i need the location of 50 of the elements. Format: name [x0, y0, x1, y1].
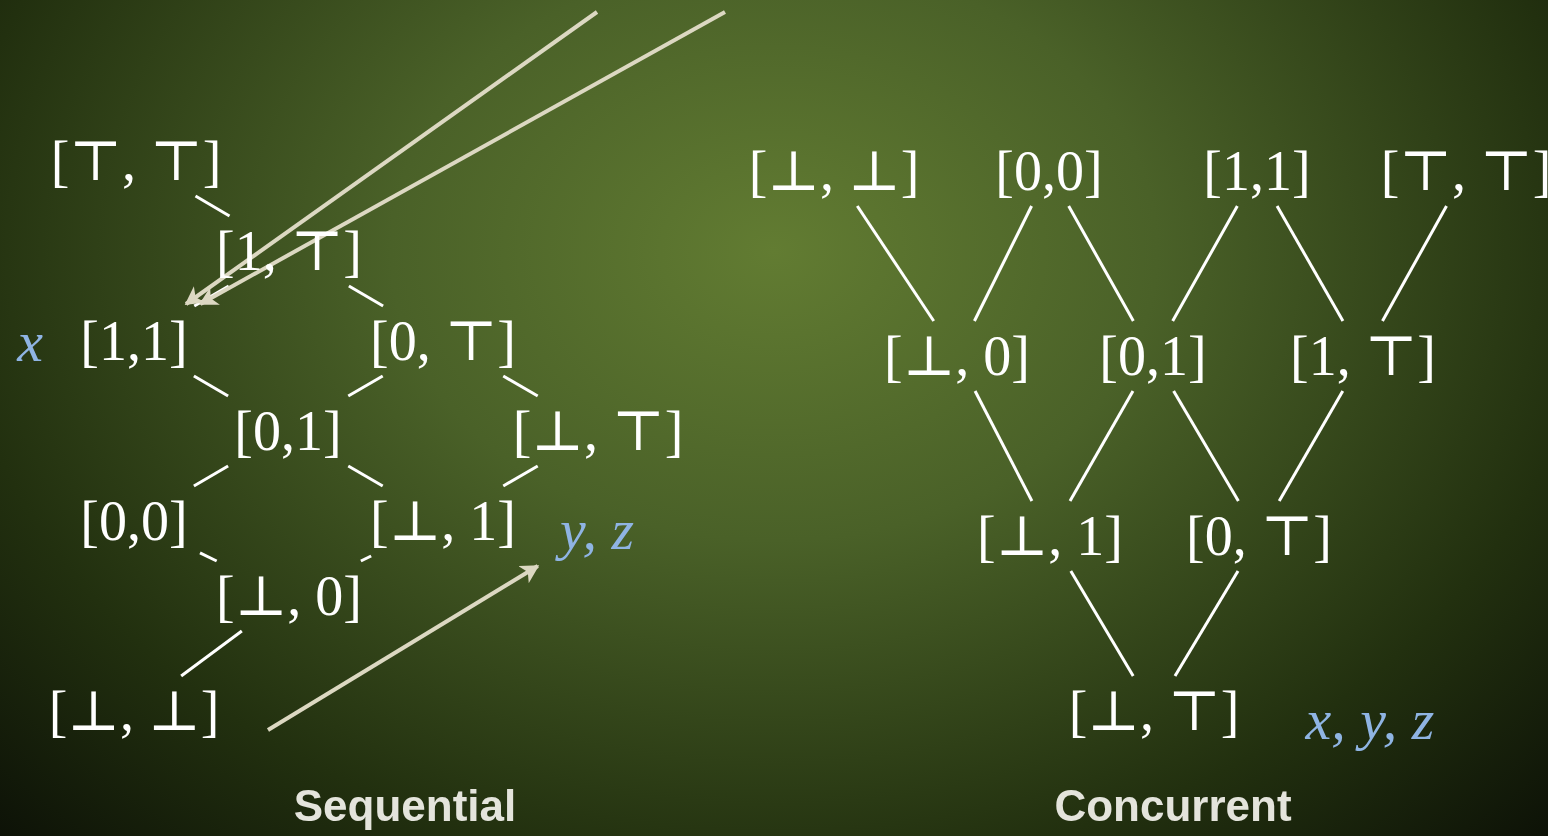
- lattice-element: [⊥, ⊥]: [48, 683, 220, 739]
- section-title: Sequential: [292, 780, 518, 832]
- connector-line: [193, 374, 229, 398]
- lattice-element: [0,1]: [234, 403, 342, 459]
- connector-line: [1069, 570, 1135, 677]
- lattice-element: [⊥, ⊤]: [512, 403, 684, 459]
- connector-line: [1067, 205, 1135, 322]
- lattice-element: [⊥, 1]: [977, 508, 1123, 564]
- connector-line: [348, 284, 384, 308]
- lattice-element: [⊥, ⊥]: [748, 143, 920, 199]
- arrow: [184, 10, 599, 306]
- connector-line: [1172, 390, 1240, 502]
- lattice-element: [⊤, ⊤]: [50, 133, 222, 189]
- connector-line: [194, 194, 231, 218]
- connector-line: [1275, 205, 1345, 322]
- variable-label: x: [17, 313, 43, 371]
- connector-line: [1173, 570, 1240, 677]
- connector-line: [1381, 205, 1448, 322]
- connector-line: [347, 374, 384, 398]
- variable-label: x, y, z: [1305, 691, 1435, 749]
- connector-line: [347, 464, 384, 488]
- lattice-element: [0, ⊤]: [1186, 508, 1332, 564]
- lattice-element: [0,1]: [1099, 328, 1207, 384]
- connector-line: [973, 205, 1033, 322]
- connector-line: [1277, 390, 1345, 502]
- section-title: Concurrent: [1053, 780, 1293, 832]
- arrow: [199, 10, 726, 306]
- lattice-element: [⊤, ⊤]: [1380, 143, 1548, 199]
- lattice-element: [1,1]: [80, 313, 188, 369]
- connector-line: [193, 464, 229, 488]
- connector-line: [1171, 205, 1239, 322]
- connector-line: [973, 390, 1034, 502]
- connector-line: [193, 284, 230, 308]
- connector-line: [360, 554, 372, 563]
- connector-line: [856, 205, 935, 322]
- lattice-element: [⊥, 1]: [370, 493, 516, 549]
- arrow: [266, 564, 540, 732]
- connector-line: [502, 464, 539, 488]
- lattice-element: [0,0]: [995, 143, 1103, 199]
- lattice-element: [⊥, 0]: [216, 568, 362, 624]
- connector-line: [180, 629, 243, 678]
- connector-line: [502, 374, 539, 398]
- lattice-element: [0,0]: [80, 493, 188, 549]
- connector-line: [199, 551, 218, 563]
- connector-line: [1068, 390, 1135, 502]
- lattice-element: [⊥, ⊤]: [1068, 683, 1240, 739]
- lattice-element: [1,1]: [1203, 143, 1311, 199]
- lattice-element: [1, ⊤]: [1290, 328, 1436, 384]
- lattice-element: [0, ⊤]: [370, 313, 516, 369]
- lattice-element: [⊥, 0]: [884, 328, 1030, 384]
